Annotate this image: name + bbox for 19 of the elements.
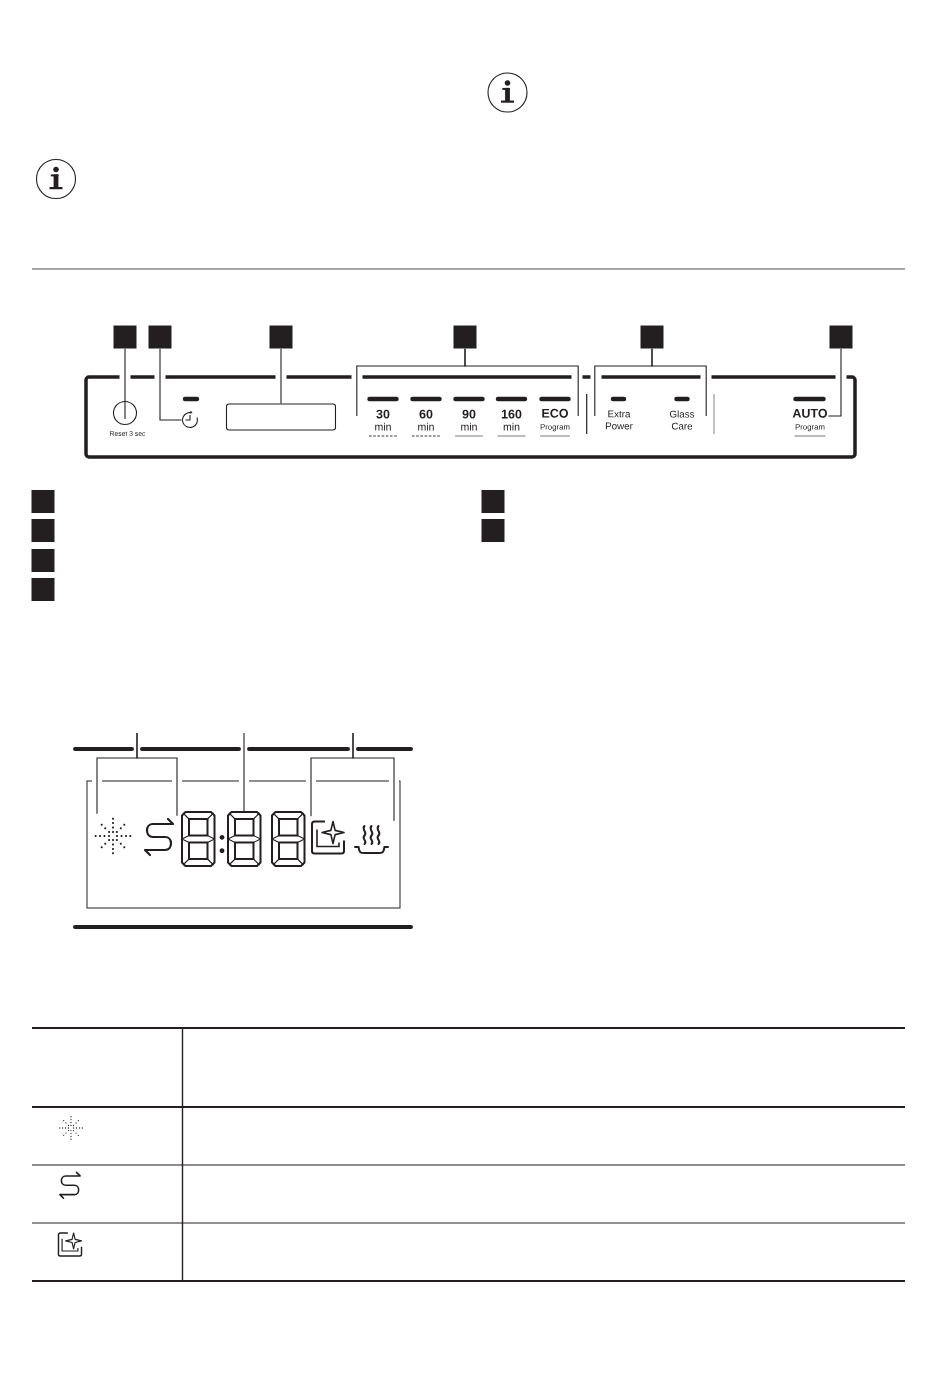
steam-icon [354, 825, 389, 854]
leader-line [352, 732, 395, 822]
tray-star-icon [311, 820, 345, 855]
dots-icon [94, 817, 132, 855]
callout-square [829, 325, 853, 349]
callout-square [31, 549, 55, 572]
callout-square [31, 490, 55, 513]
callout-square [148, 325, 172, 349]
callout-square [481, 519, 505, 542]
callout-square [113, 325, 137, 349]
display-frame [86, 779, 401, 909]
seven-segment-digits [181, 811, 306, 867]
leader-line [243, 732, 245, 813]
callout-square [31, 578, 55, 601]
callout-square [453, 325, 477, 349]
callout-square [481, 490, 505, 513]
callout-square [640, 325, 664, 349]
callout-square [31, 519, 55, 542]
callout-square [269, 325, 293, 349]
